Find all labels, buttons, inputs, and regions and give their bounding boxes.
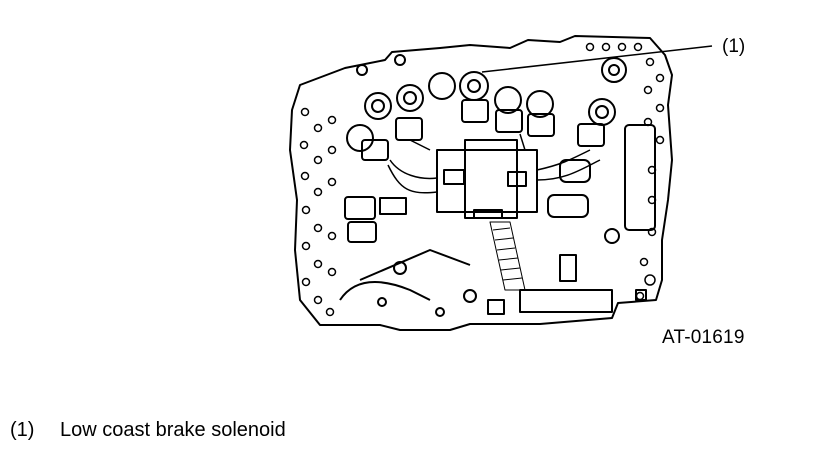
callout-leader-line (481, 45, 713, 73)
valve-body-plate (289, 35, 673, 331)
valve-features-right (547, 57, 656, 244)
lower-plate-details (339, 54, 647, 317)
legend-item: (1) Low coast brake solenoid (10, 419, 286, 442)
hatched-strip (489, 221, 526, 291)
wire-harness (387, 133, 601, 194)
figure-id: AT-01619 (662, 327, 745, 348)
legend-item-number: (1) (10, 419, 35, 441)
callout-label: (1) (722, 36, 746, 57)
connector-block (436, 139, 538, 219)
bolt-holes-left (299, 107, 337, 317)
solenoid-group (346, 71, 616, 161)
legend-item-text: Low coast brake solenoid (60, 419, 286, 441)
